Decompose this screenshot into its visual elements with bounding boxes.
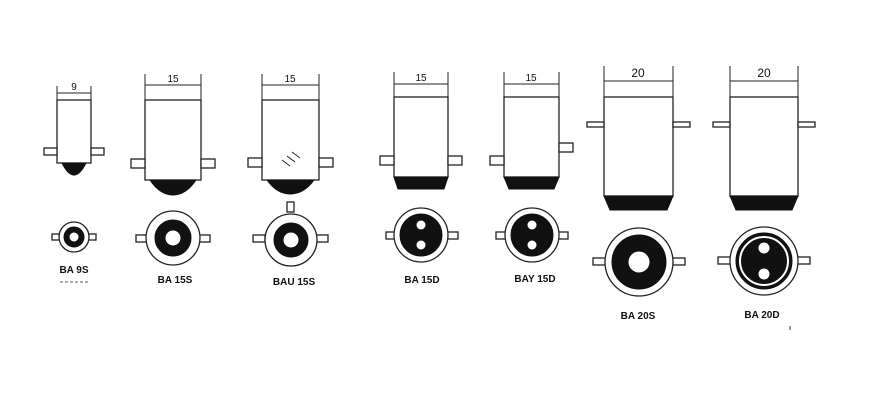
label-ba15s: BA 15S (158, 275, 193, 286)
base-ba9s: 9 BA 9S (43, 82, 105, 283)
side-view-ba15d (379, 96, 463, 190)
base-ba15d: 15 BA 15D (379, 72, 463, 286)
dimension-ba9s: 9 (56, 82, 92, 100)
bottom-view-ba20d (717, 226, 811, 296)
dimension-label-ba15s: 15 (167, 74, 179, 85)
side-view-bay15d (489, 96, 574, 190)
side-view-ba9s (43, 99, 105, 176)
dimension-ba20d: 20 (729, 66, 799, 97)
base-bau15s: 15 BAU 15S (247, 74, 334, 288)
dimension-label-ba20s: 20 (631, 66, 645, 80)
label-ba20s: BA 20S (621, 311, 656, 322)
dimension-label-bay15d: 15 (525, 73, 537, 84)
label-bay15d: BAY 15D (514, 274, 555, 285)
dimension-ba15s: 15 (144, 74, 202, 100)
bottom-view-ba20s (592, 227, 686, 297)
side-view-bau15s (247, 99, 334, 195)
label-ba20d: BA 20D (744, 310, 779, 321)
base-ba20s: 20 BA 20S (586, 66, 691, 322)
base-ba20d: 20 BA 20D (712, 66, 816, 321)
side-view-ba15s (130, 99, 216, 196)
bottom-view-ba15d (385, 207, 459, 263)
dimension-label-ba20d: 20 (757, 66, 771, 80)
dimension-label-ba15d: 15 (415, 73, 427, 84)
bottom-view-bau15s (252, 201, 329, 267)
side-view-ba20s (586, 96, 691, 211)
dimension-label-bau15s: 15 (284, 74, 296, 85)
base-ba15s: 15 BA 15S (130, 74, 216, 286)
dimension-bay15d: 15 (503, 72, 560, 97)
label-ba15d: BA 15D (404, 275, 439, 286)
bottom-view-ba15s (135, 210, 211, 266)
bottom-view-ba9s (51, 221, 97, 253)
label-bau15s: BAU 15S (273, 277, 316, 288)
side-view-ba20d (712, 96, 816, 211)
base-bay15d: 15 BAY 15D (489, 72, 574, 285)
dimension-label-ba9s: 9 (71, 82, 77, 93)
label-ba9s: BA 9S (59, 265, 88, 276)
dimension-ba15d: 15 (393, 72, 449, 97)
dimension-bau15s: 15 (261, 74, 320, 100)
dimension-ba20s: 20 (603, 66, 674, 97)
bottom-view-bay15d (495, 207, 569, 263)
